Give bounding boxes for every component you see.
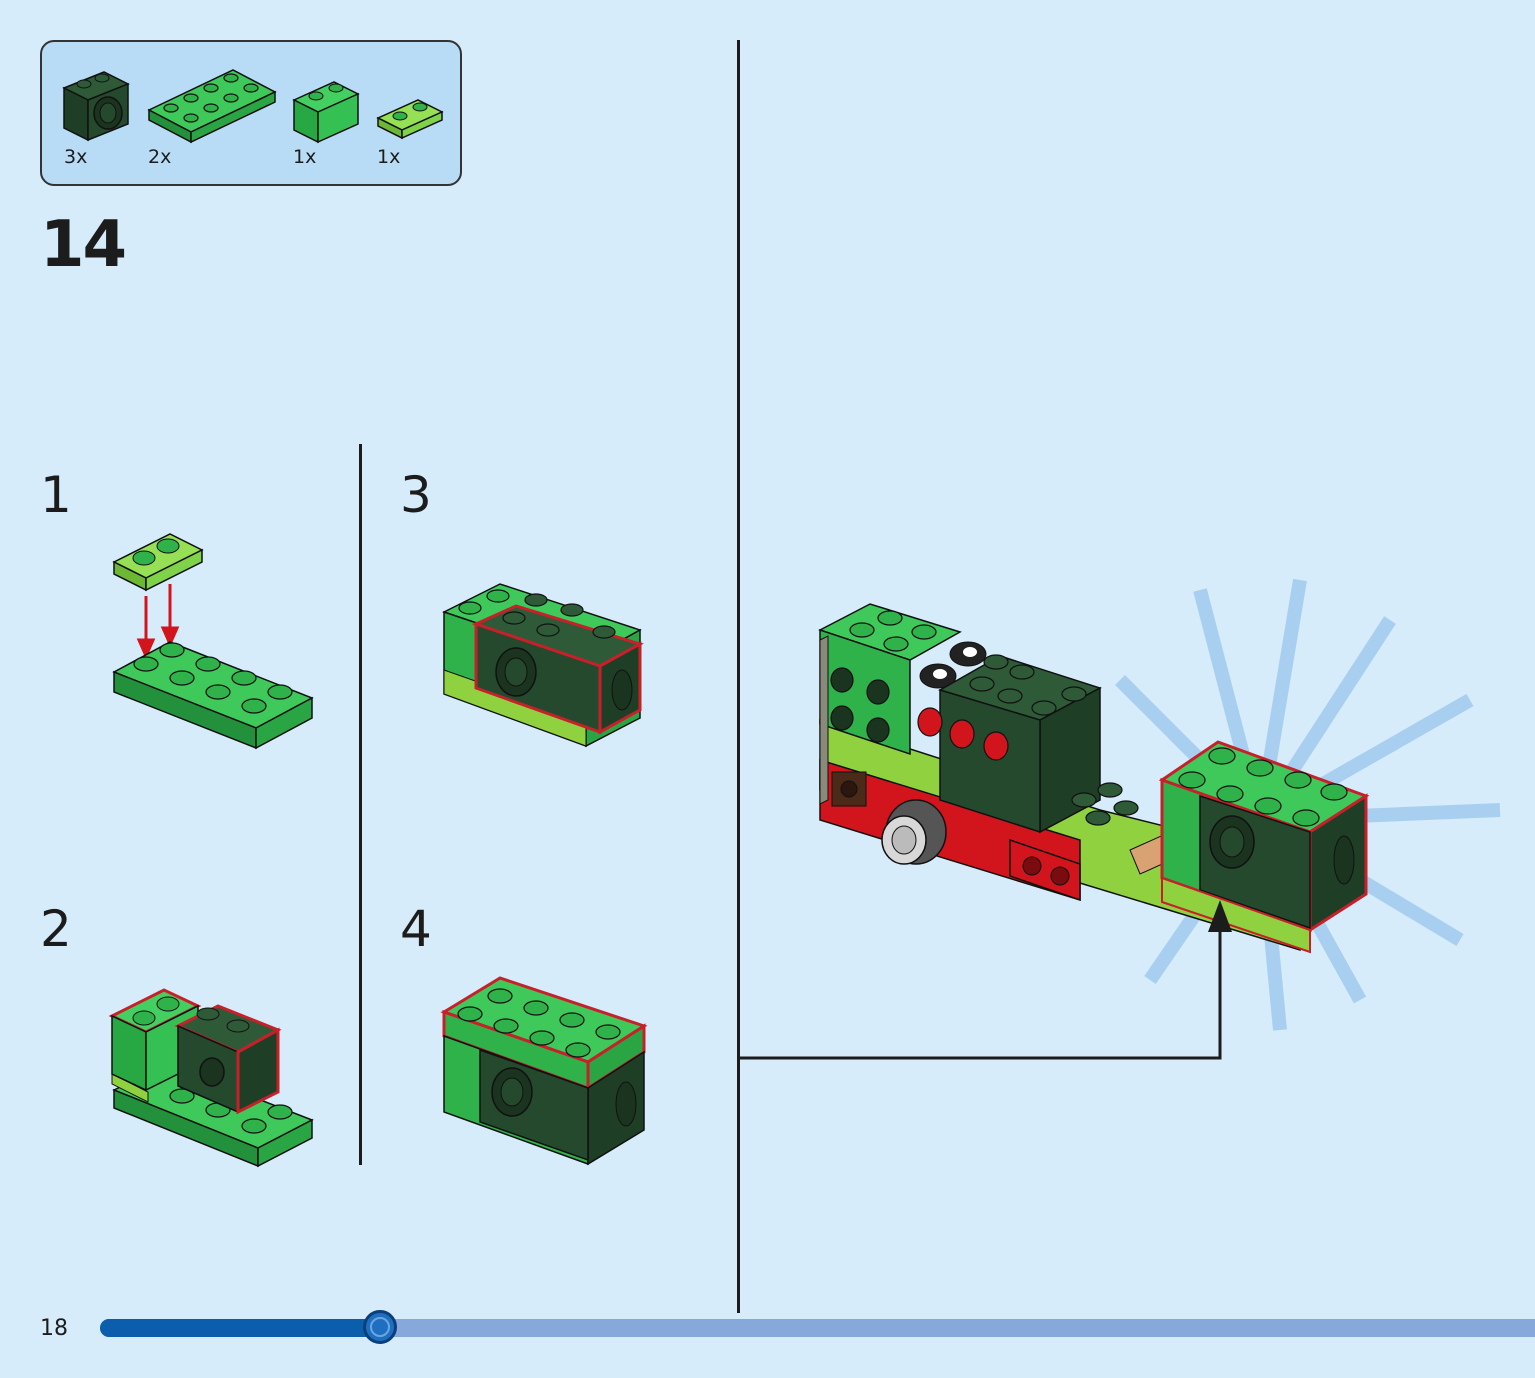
part-quantity: 3x — [64, 146, 88, 168]
substep-number: 4 — [400, 900, 432, 958]
main-model-illustration — [740, 578, 1501, 1060]
part-quantity: 2x — [148, 146, 172, 168]
substep-3-illustration — [442, 583, 644, 748]
dark-green-brick-with-hole-icon — [62, 71, 130, 142]
green-plate-2x4-icon — [147, 69, 277, 144]
progress-bar-track — [100, 1319, 1535, 1337]
part-quantity: 1x — [377, 146, 401, 168]
substep-4-illustration — [440, 976, 648, 1166]
new-assembly-highlight — [1158, 740, 1370, 954]
page-number: 18 — [40, 1316, 68, 1341]
substep-1-illustration — [112, 533, 314, 750]
lime-plate-1x2-icon — [376, 99, 444, 140]
substep-2-illustration — [108, 988, 314, 1168]
substep-divider — [359, 444, 362, 1165]
substep-number: 2 — [40, 900, 72, 958]
part-quantity: 1x — [293, 146, 317, 168]
main-divider — [737, 40, 740, 1313]
progress-bar-knob-icon — [362, 1310, 397, 1344]
step-number: 14 — [40, 208, 127, 282]
green-brick-1x2-icon — [292, 81, 360, 144]
parts-list-box: 3x 2x 1x 1x — [40, 40, 462, 186]
substep-number: 1 — [40, 466, 72, 524]
progress-bar-fill — [100, 1319, 380, 1337]
substep-number: 3 — [400, 466, 432, 524]
pointer-arrow-icon — [740, 918, 1222, 1060]
